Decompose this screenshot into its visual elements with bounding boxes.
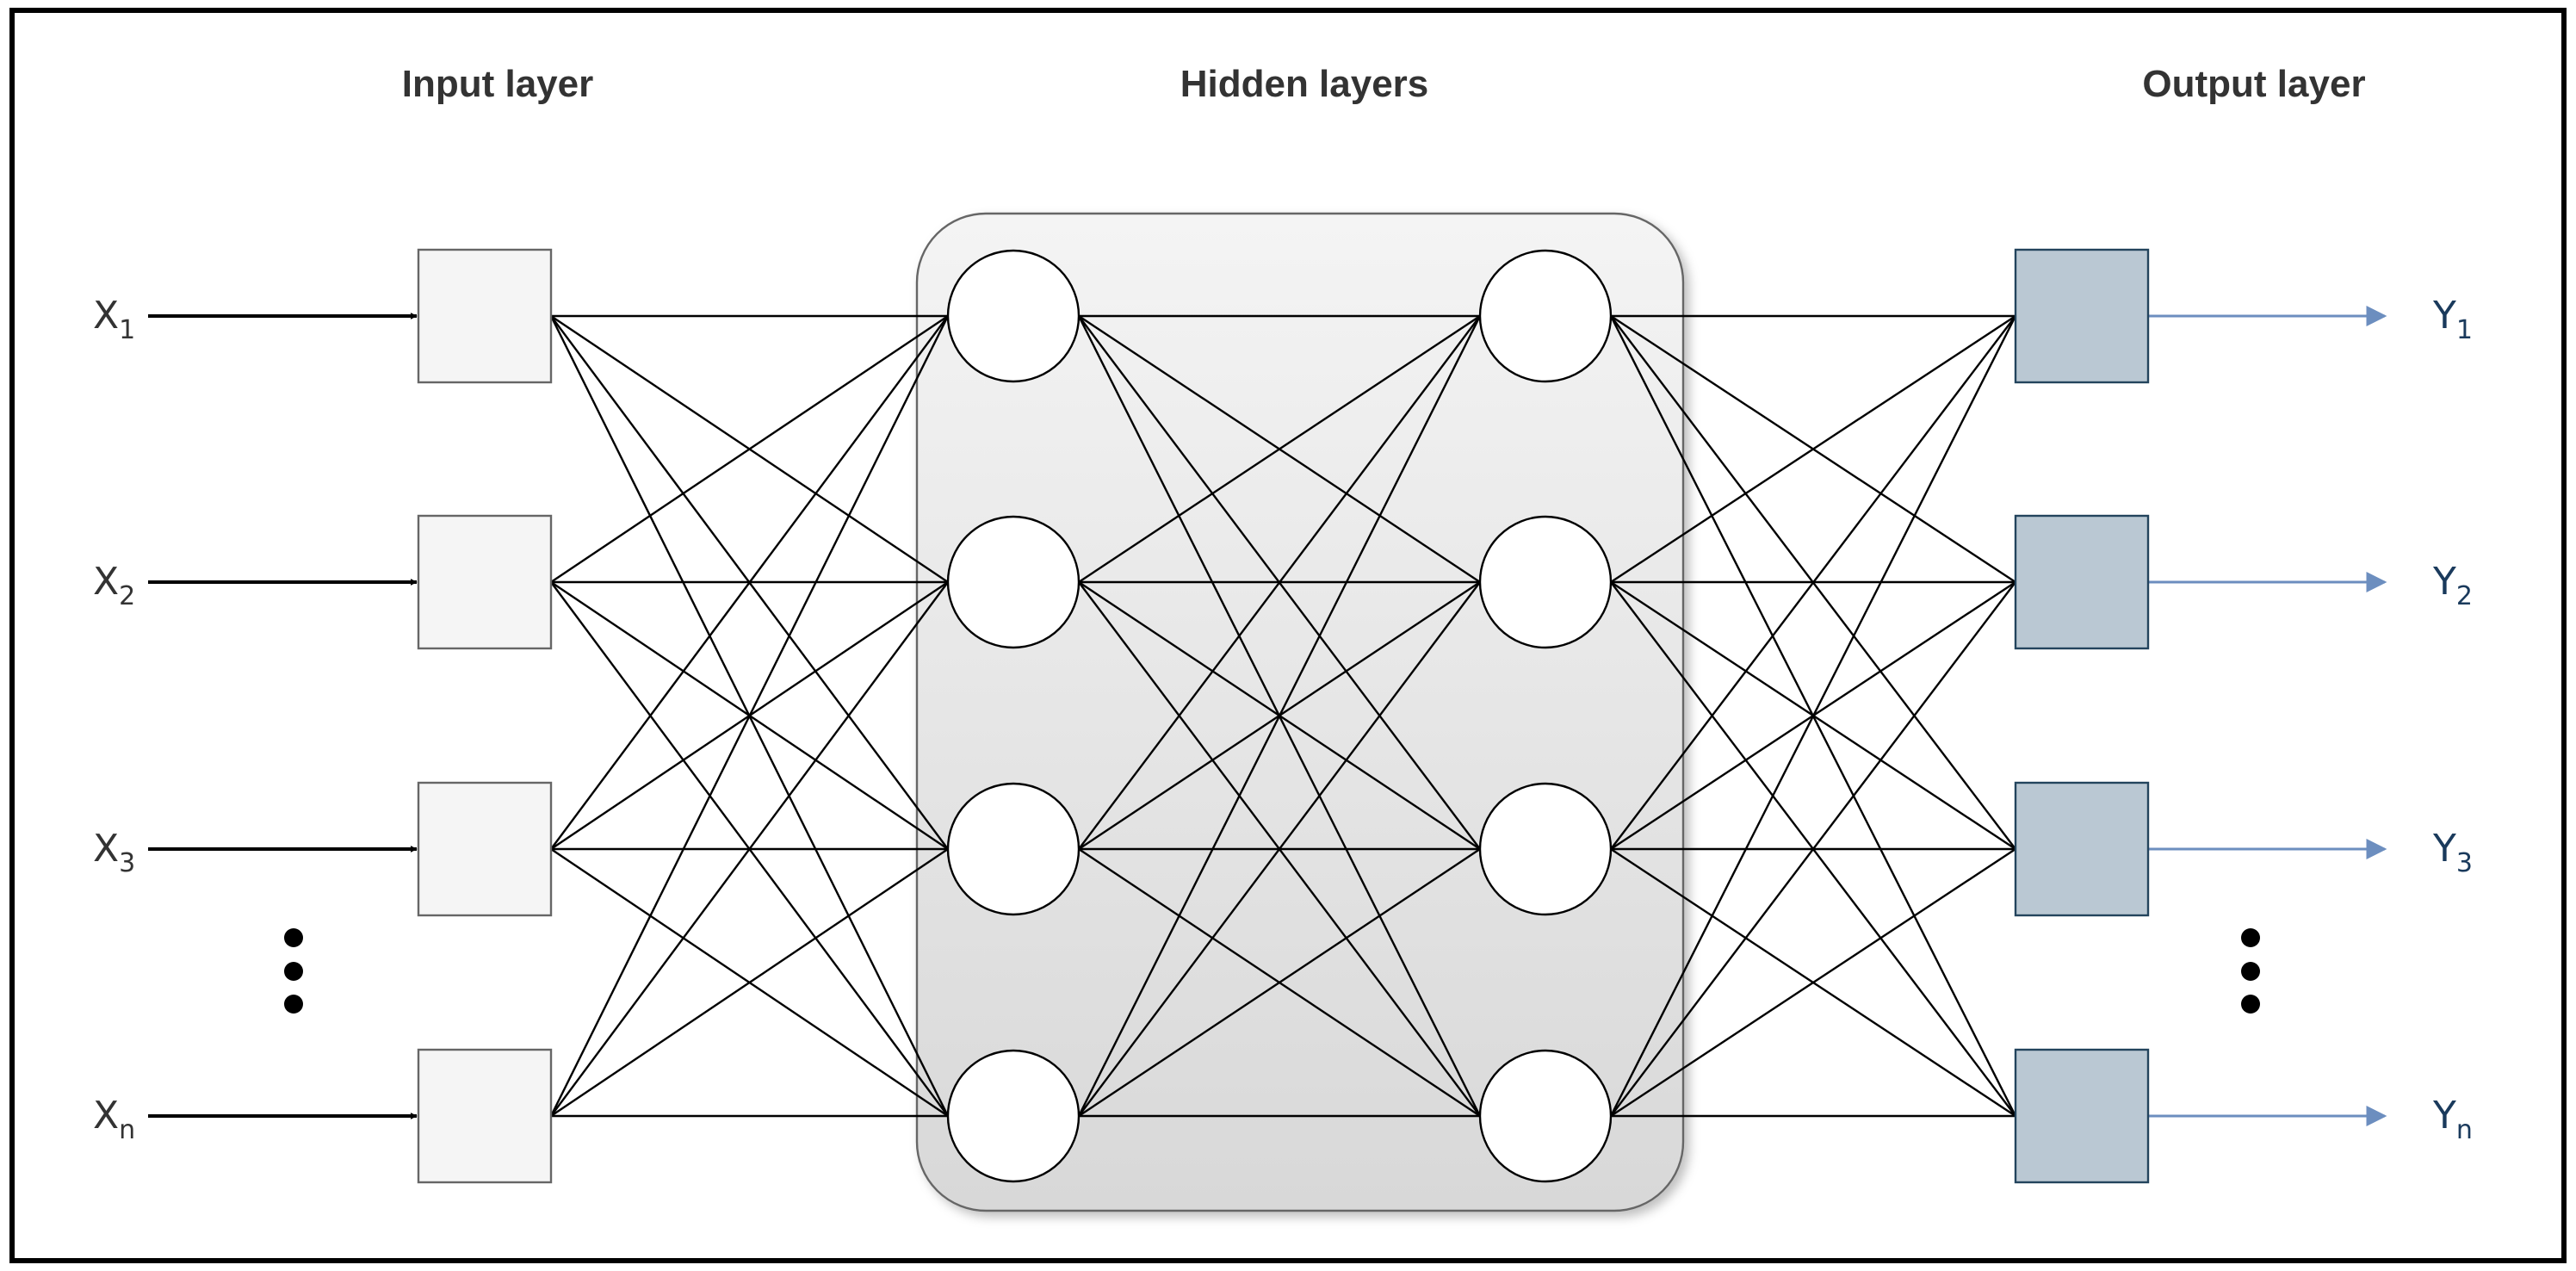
connection-hidden1-3-to-hidden2-1	[1078, 315, 1481, 850]
connection-hidden2-2-to-output-1	[1610, 314, 2016, 584]
input-ellipsis-icon	[284, 928, 303, 1014]
output-ellipsis-icon	[2241, 928, 2260, 1014]
input-label-1: X1	[93, 294, 135, 345]
input-layer-title: Input layer	[402, 63, 594, 105]
input-nodes	[417, 248, 553, 1184]
output-label-4: Yn	[2432, 1094, 2473, 1145]
output-label-2: Y2	[2432, 560, 2473, 611]
connection-hidden2-4-to-output-3	[1610, 847, 2016, 1118]
input-node-1	[417, 248, 553, 384]
hidden-layers-title: Hidden layers	[1180, 63, 1429, 105]
connection-hidden1-4-to-hidden2-3	[1078, 848, 1481, 1117]
connection-hidden2-4-to-output-2	[1610, 581, 2016, 1117]
connection-hidden1-2-to-hidden2-1	[1078, 314, 1481, 584]
output-node-2	[2014, 514, 2150, 650]
hidden-layer2-node-2	[1478, 515, 1613, 649]
connection-hidden1-4-to-hidden2-1	[1077, 315, 1482, 1117]
connection-hidden2-3-to-output-1	[1610, 315, 2016, 850]
output-layer-title: Output layer	[2142, 63, 2365, 105]
input-arrows	[148, 313, 418, 1119]
connection-input-4-to-hidden1-2	[550, 581, 949, 1117]
connection-hidden2-4-to-output-1	[1609, 315, 2017, 1117]
connection-hidden1-4-to-hidden2-2	[1078, 581, 1481, 1117]
connection-input-3-to-hidden1-1	[550, 315, 949, 850]
connection-input-4-to-hidden1-3	[550, 848, 949, 1117]
input-label-4: Xn	[93, 1094, 135, 1145]
output-nodes	[2014, 248, 2150, 1184]
hidden-layer1-node-2	[946, 515, 1081, 649]
hidden-nodes	[946, 249, 1613, 1183]
output-node-3	[2014, 781, 2150, 917]
output-node-1	[2014, 248, 2150, 384]
input-node-4	[417, 1048, 553, 1184]
hidden-layers-panel	[915, 212, 1685, 1212]
output-label-3: Y3	[2432, 827, 2473, 878]
input-node-3	[417, 781, 553, 917]
connection-input-2-to-hidden1-1	[550, 315, 949, 583]
hidden-layer1-node-3	[946, 782, 1081, 916]
hidden-layer1-node-1	[946, 249, 1081, 383]
input-label-3: X3	[93, 827, 135, 878]
connections	[549, 314, 2017, 1118]
hidden-layer2-node-4	[1478, 1049, 1613, 1183]
input-label-2: X2	[93, 560, 135, 611]
output-node-4	[2014, 1048, 2150, 1184]
connection-input-4-to-hidden1-1	[549, 315, 950, 1117]
output-label-1: Y1	[2432, 294, 2473, 345]
hidden-layer2-node-3	[1478, 782, 1613, 916]
output-arrows	[2148, 306, 2387, 1126]
input-node-2	[417, 514, 553, 650]
hidden-layer1-node-4	[946, 1049, 1081, 1183]
hidden-layer2-node-1	[1478, 249, 1613, 383]
